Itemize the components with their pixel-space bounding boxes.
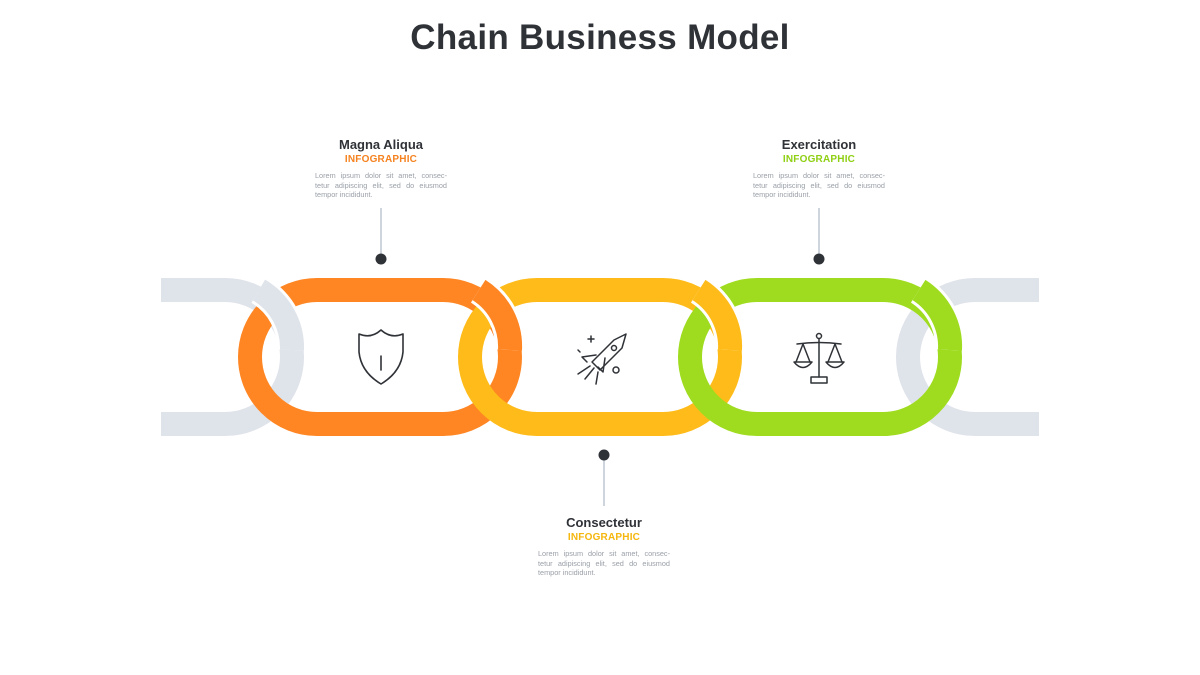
page-title: Chain Business Model — [410, 18, 790, 57]
rocket-icon — [577, 333, 627, 385]
connector-pin-2 — [598, 449, 610, 461]
callout-magna-aliqua: Magna Aliqua INFOGRAPHIC Lorem ipsum dol… — [311, 137, 451, 200]
callout-subtitle: INFOGRAPHIC — [567, 532, 641, 543]
callout-body: Lorem ipsum dolor sit amet, consec-tetur… — [538, 549, 670, 577]
callout-consectetur: Consectetur INFOGRAPHIC Lorem ipsum dolo… — [534, 515, 674, 578]
chain-link-green — [678, 278, 962, 436]
callout-body: Lorem ipsum dolor sit amet, consec-tetur… — [315, 171, 447, 199]
shield-icon — [358, 329, 404, 385]
connector-pin-1 — [375, 253, 387, 265]
connector-pin-3 — [813, 253, 825, 265]
callout-subtitle: INFOGRAPHIC — [344, 154, 418, 165]
scales-icon — [793, 332, 845, 384]
callout-title: Magna Aliqua — [338, 137, 424, 152]
chain-link-gray-right — [896, 278, 1039, 436]
chain-link-yellow — [458, 278, 742, 436]
chain-link-gray-left — [161, 278, 304, 436]
callout-subtitle: INFOGRAPHIC — [782, 154, 856, 165]
callout-title: Consectetur — [566, 515, 642, 530]
callout-exercitation: Exercitation INFOGRAPHIC Lorem ipsum dol… — [749, 137, 889, 200]
callout-title: Exercitation — [781, 137, 857, 152]
chain-link-orange — [238, 278, 522, 436]
callout-body: Lorem ipsum dolor sit amet, consec-tetur… — [753, 171, 885, 199]
